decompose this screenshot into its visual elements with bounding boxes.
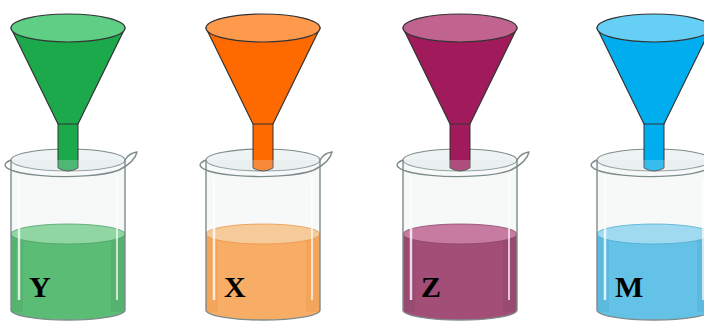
beaker-spout: [397, 152, 529, 177]
beaker-with-funnel: [591, 14, 704, 320]
glass-highlight: [702, 178, 704, 300]
beaker-with-funnel: [397, 14, 529, 320]
funnel-mouth: [206, 14, 320, 42]
liquid-label: Y: [29, 272, 51, 302]
glass-highlight: [604, 178, 607, 300]
liquid-label: X: [224, 272, 246, 302]
glass-highlight: [311, 178, 313, 300]
beaker-spout: [200, 152, 332, 177]
beaker-spout: [5, 152, 137, 177]
beaker-glass: [206, 160, 320, 320]
beaker-with-funnel: [200, 14, 332, 320]
funnel-mouth: [11, 14, 125, 42]
glass-highlight: [18, 178, 21, 300]
glass-highlight: [410, 178, 413, 300]
liquid-label: M: [615, 272, 643, 302]
funnel-mouth: [403, 14, 517, 42]
funnel-mouth: [597, 14, 704, 42]
glass-highlight: [213, 178, 216, 300]
liquid-label: Z: [421, 272, 441, 302]
glass-highlight: [116, 178, 118, 300]
beaker-with-funnel: [5, 14, 137, 320]
beaker-glass: [403, 160, 517, 320]
glass-highlight: [508, 178, 510, 300]
beaker-spout: [591, 152, 704, 177]
beaker-glass: [597, 160, 704, 320]
beaker-glass: [11, 160, 125, 320]
